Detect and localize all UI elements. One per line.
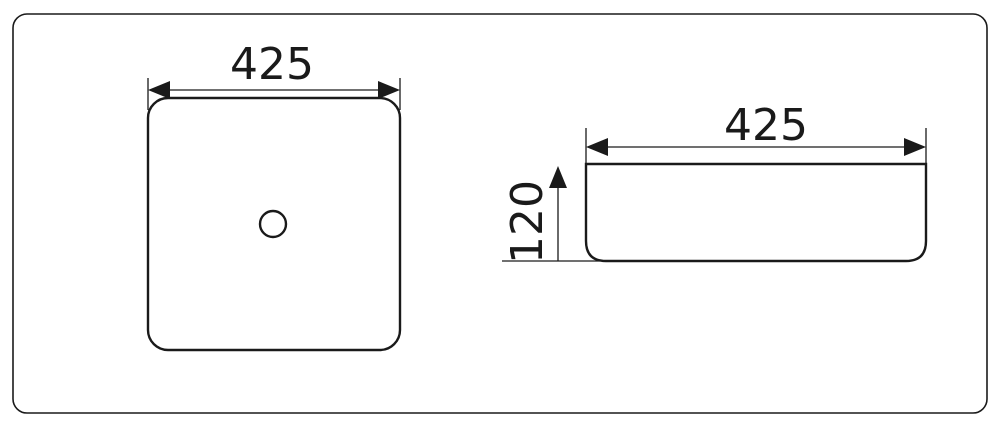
side-view: 425 120 — [502, 100, 928, 264]
top-width-label: 425 — [230, 39, 314, 90]
arrowhead-right — [904, 138, 926, 156]
arrowhead-up — [549, 166, 567, 188]
top-view: 425 — [146, 39, 402, 352]
drain-hole — [258, 209, 288, 239]
arrowhead-left — [148, 81, 170, 99]
drawing-frame — [12, 13, 988, 414]
basin-top-outline — [146, 96, 402, 352]
side-width-dimension: 425 — [585, 100, 927, 164]
side-height-dimension: 120 — [502, 166, 600, 264]
arrowhead-right — [378, 81, 400, 99]
side-width-label: 425 — [724, 100, 808, 151]
basin-side-outline — [584, 162, 928, 263]
arrowhead-left — [586, 138, 608, 156]
side-height-label: 120 — [502, 180, 553, 264]
top-width-dimension: 425 — [147, 39, 401, 110]
